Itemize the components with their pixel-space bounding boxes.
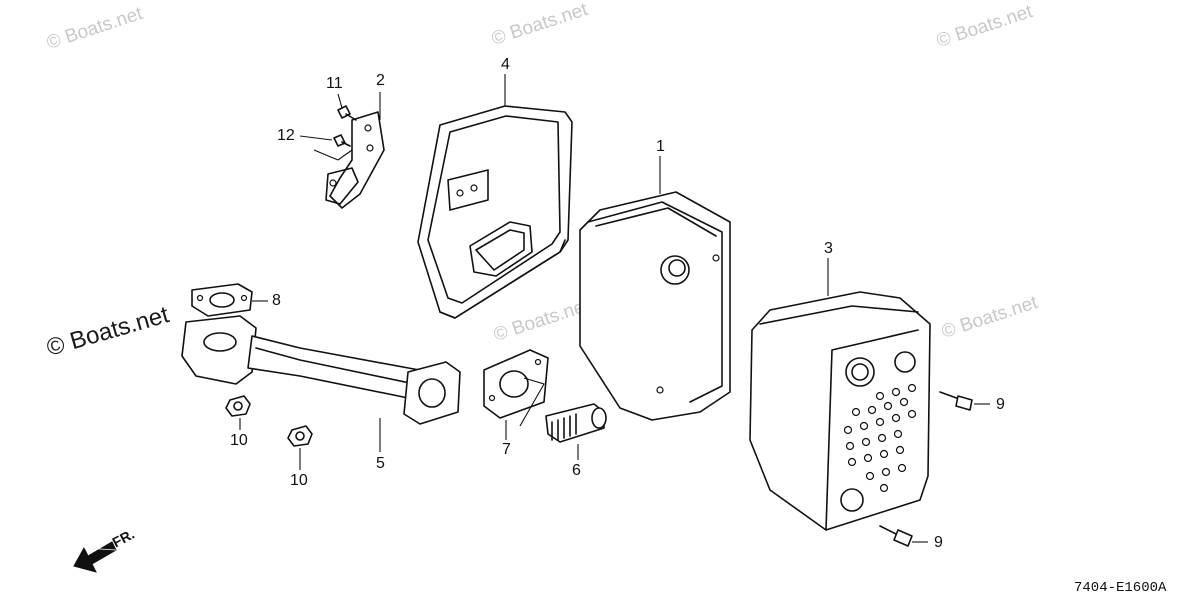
callout-3: 3: [824, 240, 833, 257]
part-9-bolt-upper: [939, 391, 990, 411]
callout-1: 1: [656, 138, 665, 155]
part-8-gasket: [191, 283, 268, 317]
part-9-bolt-lower: [879, 525, 928, 547]
part-6-spark-arrester: [545, 403, 607, 460]
cover-vent-holes: [843, 383, 917, 493]
callout-8: 8: [272, 292, 281, 309]
part-1-muffler: [579, 191, 731, 421]
part-10-nut-a: [225, 395, 251, 430]
callout-6: 6: [572, 462, 581, 479]
part-2-bracket: [313, 105, 385, 209]
callout-12: 12: [277, 127, 295, 144]
callout-10-a: 10: [230, 432, 248, 449]
part-5-exhaust-pipe: [181, 315, 461, 452]
part-4-protector: [417, 105, 573, 319]
callout-9-lower: 9: [934, 534, 943, 551]
diagram-code: 7404-E1600A: [1074, 580, 1167, 596]
front-direction-arrow: [73, 541, 117, 573]
part-10-nut-b: [287, 425, 313, 470]
callout-10-b: 10: [290, 472, 308, 489]
callout-9-upper: 9: [996, 396, 1005, 413]
callout-4: 4: [501, 56, 510, 73]
part-7-gasket: [483, 349, 549, 440]
callout-2: 2: [376, 72, 385, 89]
callout-7: 7: [502, 441, 511, 458]
callout-11: 11: [326, 75, 343, 92]
part-3-cover: [749, 291, 931, 531]
callout-5: 5: [376, 455, 385, 472]
leader-lines: [299, 74, 829, 296]
